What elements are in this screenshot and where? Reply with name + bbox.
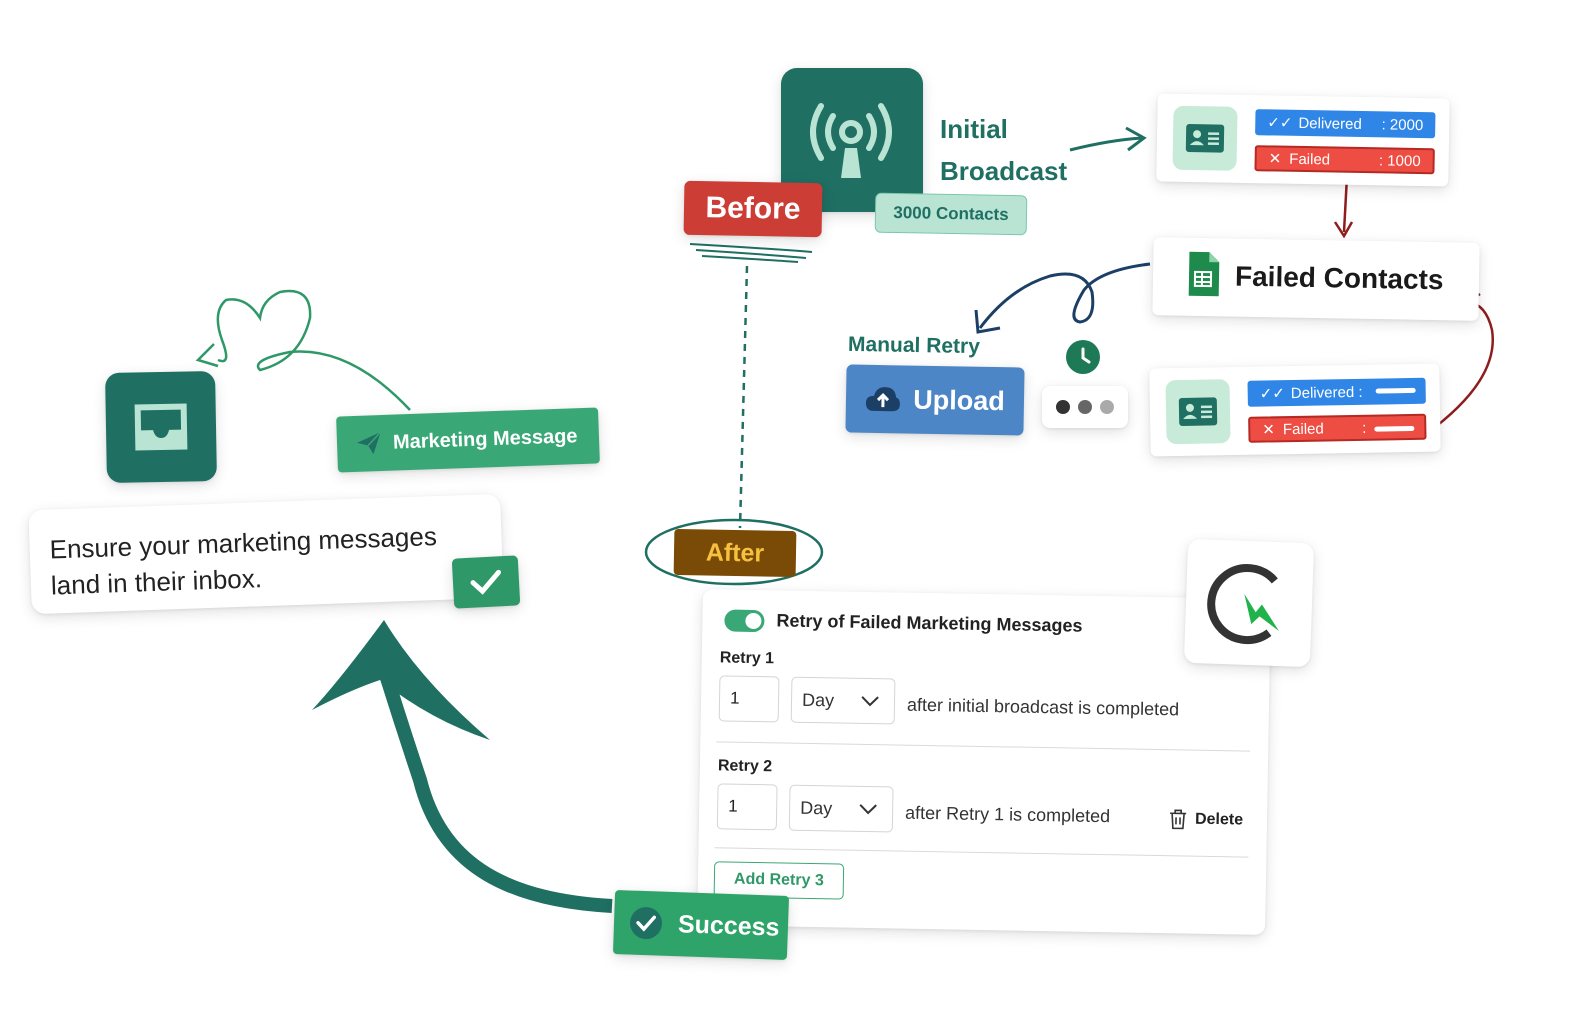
retry-toggle[interactable] [724, 609, 765, 633]
delivered-pending: ✓✓ Delivered : [1247, 377, 1426, 407]
marketing-message-badge: Marketing Message [336, 407, 600, 473]
after-label: After [673, 528, 797, 578]
inbox-tile [105, 371, 217, 483]
brand-logo-icon [1207, 564, 1280, 645]
divider [714, 847, 1249, 858]
manual-retry-label: Manual Retry [847, 332, 981, 359]
checkmark-icon [451, 555, 521, 609]
retry-2-label: Retry 2 [717, 757, 773, 776]
retry-1-label: Retry 1 [719, 649, 775, 668]
failed-contacts-card: Failed Contacts [1152, 237, 1480, 321]
message-text: Ensure your marketing messages land in t… [49, 521, 438, 601]
delivery-stats-card: ✓✓ Delivered : 2000 ✕ Failed : 1000 [1156, 93, 1450, 187]
retry-1-value-input[interactable]: 1 [718, 675, 780, 723]
loading-indicator [1042, 386, 1128, 428]
failed-count: ✕ Failed : 1000 [1254, 145, 1435, 175]
inbox-icon [134, 403, 188, 451]
upload-button[interactable]: Upload [845, 364, 1025, 436]
brand-logo-tile [1183, 538, 1315, 668]
before-label: Before [683, 180, 823, 238]
retry-1-description: after initial broadcast is completed [906, 694, 1180, 720]
close-x-icon: ✕ [1262, 421, 1276, 439]
retry-1-unit-select[interactable]: Day [790, 676, 896, 725]
check-circle-icon [630, 907, 663, 940]
contacts-count-badge: 3000 Contacts [874, 192, 1028, 236]
failed-pending: ✕ Failed : [1248, 413, 1427, 443]
chevron-down-icon [859, 804, 877, 815]
clock-icon [1066, 340, 1100, 374]
loading-dot [1056, 400, 1070, 414]
initial-broadcast-title: Initial Broadcast [940, 114, 1068, 186]
delivered-count: ✓✓ Delivered : 2000 [1255, 109, 1436, 139]
contact-card-icon [1172, 105, 1238, 171]
loading-dot [1100, 400, 1114, 414]
send-icon [357, 431, 382, 455]
broadcast-tower-icon [810, 103, 892, 178]
chevron-down-icon [861, 696, 879, 707]
trash-icon [1170, 809, 1187, 830]
cloud-upload-icon [866, 387, 901, 412]
retry-2-unit-select[interactable]: Day [788, 784, 894, 833]
value-placeholder-bar [1374, 425, 1415, 432]
double-check-icon: ✓✓ [1267, 114, 1293, 132]
double-check-icon: ✓✓ [1259, 385, 1286, 403]
failed-contacts-label: Failed Contacts [1234, 260, 1444, 296]
success-badge: Success [612, 889, 790, 961]
retry-settings-panel: Retry of Failed Marketing Messages Retry… [697, 589, 1271, 935]
contact-card-icon [1165, 379, 1231, 445]
value-placeholder-bar [1375, 387, 1416, 394]
spreadsheet-icon [1188, 251, 1220, 297]
close-x-icon: ✕ [1268, 150, 1282, 168]
retry-2-description: after Retry 1 is completed [904, 802, 1111, 827]
divider [716, 741, 1251, 752]
retry-2-value-input[interactable]: 1 [716, 783, 778, 831]
message-card: Ensure your marketing messages land in t… [28, 493, 504, 615]
retry-stats-card: ✓✓ Delivered : ✕ Failed : [1149, 363, 1441, 457]
loading-dot [1078, 400, 1092, 414]
delete-retry-button[interactable]: Delete [1169, 809, 1243, 830]
panel-title: Retry of Failed Marketing Messages [776, 610, 1083, 636]
